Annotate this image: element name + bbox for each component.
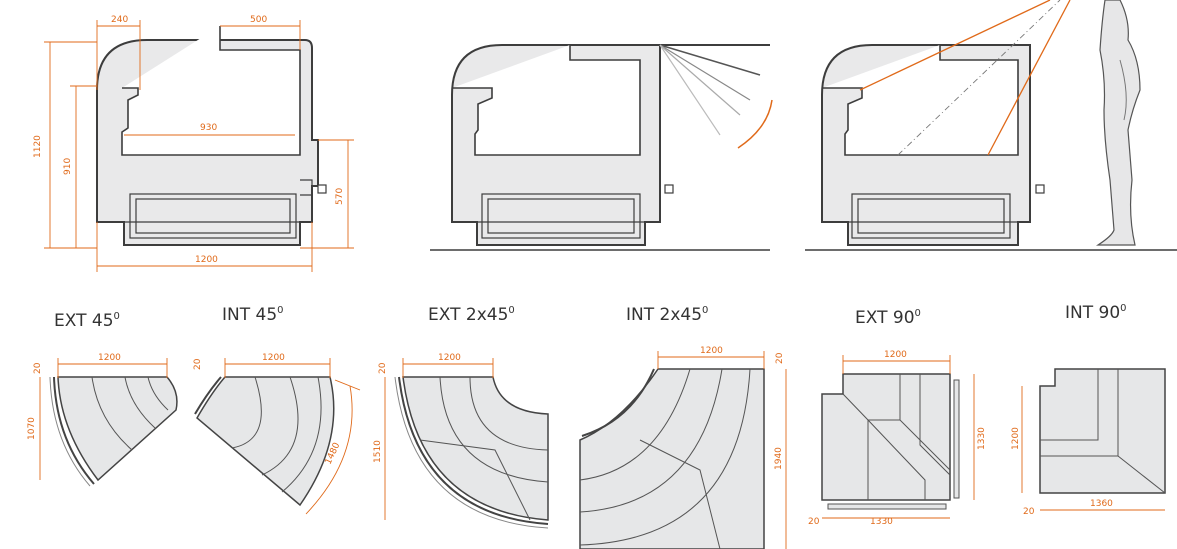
dim-ext90-side: 1330 — [977, 427, 987, 450]
dim-ext90-bottom: 1330 — [870, 517, 893, 527]
dim-int90-bottom: 1360 — [1090, 499, 1113, 509]
dim-int45-small: 20 — [193, 358, 203, 370]
caption-int-45: INT 450 — [222, 305, 284, 325]
plan-ext-90: 1200 1330 1330 20 — [808, 350, 987, 527]
plan-ext-45: 1200 20 1070 — [27, 353, 178, 487]
dim-ext45-small: 20 — [33, 362, 43, 374]
dim-240: 240 — [111, 15, 128, 25]
dim-1120: 1120 — [33, 135, 43, 158]
dim-570: 570 — [335, 188, 345, 205]
dim-930: 930 — [200, 123, 217, 133]
section-view-lid-opening — [430, 44, 773, 251]
plan-int-90: 1200 1360 20 — [1011, 368, 1166, 517]
caption-int-90: INT 900 — [1065, 303, 1127, 323]
caption-ext-90: EXT 900 — [855, 308, 921, 328]
caption-ext-2x45: EXT 2x450 — [428, 305, 515, 325]
section-view-dimensioned: 240 500 930 1120 910 570 1200 — [33, 15, 354, 272]
dim-ext45-top: 1200 — [98, 353, 121, 363]
dim-int2x45-side: 1940 — [774, 447, 784, 470]
plan-int-45: 1200 20 1480 — [193, 353, 361, 515]
dim-int45-top: 1200 — [262, 353, 285, 363]
dim-ext2x45-small: 20 — [378, 362, 388, 374]
dim-ext45-side: 1070 — [27, 417, 37, 440]
dim-500: 500 — [250, 15, 267, 25]
dim-ext2x45-side: 1510 — [373, 440, 383, 463]
caption-ext-45: EXT 450 — [54, 311, 120, 331]
section-view-sightline — [805, 0, 1177, 251]
dim-1200: 1200 — [195, 255, 218, 265]
dim-int2x45-top: 1200 — [700, 346, 723, 356]
dim-int90-small: 20 — [1023, 507, 1035, 517]
dim-ext90-small: 20 — [808, 517, 820, 527]
dim-int2x45-small: 20 — [775, 352, 785, 364]
dim-ext90-top: 1200 — [884, 350, 907, 360]
plan-ext-2x45: 1200 20 1510 — [373, 353, 549, 529]
captions: EXT 450 INT 450 EXT 2x450 INT 2x450 EXT … — [54, 303, 1127, 331]
plan-int-2x45: 1200 20 1940 — [579, 346, 787, 549]
dim-ext2x45-top: 1200 — [438, 353, 461, 363]
dim-910: 910 — [63, 158, 73, 175]
dim-int90-side: 1200 — [1011, 427, 1021, 450]
caption-int-2x45: INT 2x450 — [626, 305, 708, 325]
